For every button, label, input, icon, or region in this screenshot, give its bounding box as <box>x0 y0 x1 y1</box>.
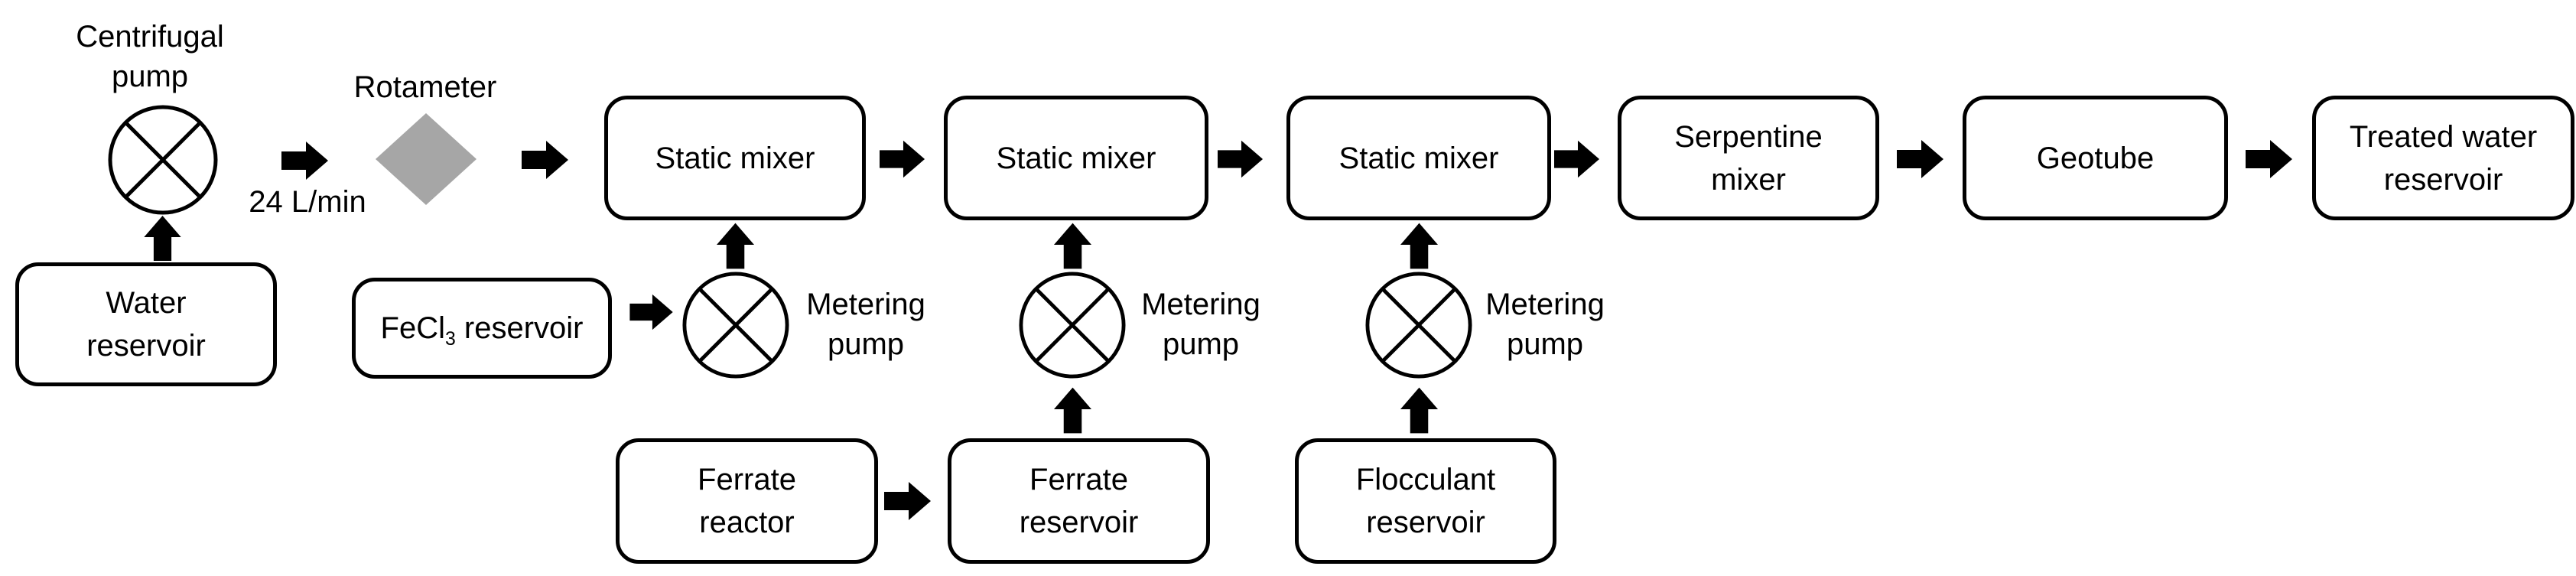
metering-pump-3-icon <box>1365 272 1472 379</box>
arrow-right-static-mixer-2-to-3-icon <box>1218 139 1264 179</box>
node-serpentine-mixer-line1: Serpentine <box>1674 119 1823 154</box>
metering-pump-3-label-line2: pump <box>1506 327 1584 361</box>
node-geotube-label: Geotube <box>2036 141 2155 175</box>
metering-pump-1-label-line1: Metering <box>806 288 925 321</box>
metering-pump-2-icon <box>1019 272 1126 379</box>
node-flocculant-reservoir: Flocculant reservoir <box>1295 438 1556 564</box>
node-serpentine-mixer-line2: mixer <box>1711 162 1786 197</box>
rotameter-diamond-icon <box>376 113 476 205</box>
arrow-up-flocculant-reservoir-to-metering-pump-3-icon <box>1400 386 1439 434</box>
centrifugal-pump-label-line2: pump <box>111 60 189 93</box>
fecl3-suffix: reservoir <box>455 311 584 345</box>
node-ferrate-reactor: Ferrate reactor <box>616 438 878 564</box>
flow-rate-label: 24 L/min <box>249 185 366 219</box>
node-ferrate-reactor-line1: Ferrate <box>698 463 796 496</box>
rotameter-label: Rotameter <box>353 70 497 104</box>
arrow-up-metering-pump-2-to-static-mixer-2-icon <box>1053 222 1092 269</box>
arrow-right-rotameter-to-static-mixer-1-icon <box>522 139 569 181</box>
node-ferrate-reservoir: Ferrate reservoir <box>948 438 1210 564</box>
metering-pump-1-icon <box>682 272 789 379</box>
metering-pump-2-label-line2: pump <box>1162 327 1240 361</box>
arrow-right-static-mixer-1-to-2-icon <box>880 139 925 179</box>
node-water-reservoir: Water reservoir <box>15 262 277 386</box>
fecl3-formula: FeCl <box>380 311 445 345</box>
arrow-up-metering-pump-3-to-static-mixer-3-icon <box>1400 222 1439 269</box>
node-flocculant-reservoir-line2: reservoir <box>1366 506 1485 539</box>
node-ferrate-reactor-line2: reactor <box>699 506 795 539</box>
node-fecl3-reservoir: FeCl3 reservoir <box>352 278 612 379</box>
arrow-right-fecl3-to-metering-pump-1-icon <box>627 294 676 330</box>
metering-pump-2-label: Metering pump <box>1132 285 1270 364</box>
centrifugal-pump-label-line1: Centrifugal <box>76 20 224 54</box>
arrow-right-serpentine-to-geotube-icon <box>1897 139 1944 179</box>
node-flocculant-reservoir-line1: Flocculant <box>1355 463 1496 496</box>
node-static-mixer-2-label: Static mixer <box>996 141 1156 175</box>
arrow-right-ferrate-reactor-to-reservoir-icon <box>884 481 932 521</box>
node-static-mixer-3-label: Static mixer <box>1338 141 1499 175</box>
node-fecl3-reservoir-label: FeCl3 reservoir <box>381 307 584 350</box>
node-treated-water-reservoir-line2: reservoir <box>2383 162 2503 197</box>
node-serpentine-mixer: Serpentine mixer <box>1618 96 1879 220</box>
metering-pump-1-label-line2: pump <box>827 327 905 361</box>
arrow-right-pump-to-rotameter-icon <box>281 141 330 181</box>
node-static-mixer-1: Static mixer <box>604 96 866 220</box>
node-water-reservoir-line2: reservoir <box>86 329 206 363</box>
metering-pump-2-label-line1: Metering <box>1141 288 1260 321</box>
metering-pump-1-label: Metering pump <box>797 285 935 364</box>
node-water-reservoir-line1: Water <box>106 286 187 320</box>
arrow-right-static-mixer-3-to-serpentine-icon <box>1554 139 1600 179</box>
node-static-mixer-1-label: Static mixer <box>655 141 815 175</box>
node-treated-water-reservoir-line1: Treated water <box>2349 119 2538 154</box>
arrow-up-metering-pump-1-to-static-mixer-1-icon <box>716 222 755 269</box>
arrow-up-ferrate-reservoir-to-metering-pump-2-icon <box>1053 386 1092 434</box>
node-static-mixer-3: Static mixer <box>1286 96 1551 220</box>
metering-pump-3-label: Metering pump <box>1476 285 1614 364</box>
fecl3-subscript: 3 <box>444 329 456 350</box>
node-treated-water-reservoir: Treated water reservoir <box>2312 96 2574 220</box>
centrifugal-pump-label: Centrifugal pump <box>35 17 265 96</box>
node-geotube: Geotube <box>1963 96 2228 220</box>
node-ferrate-reservoir-line2: reservoir <box>1019 506 1139 539</box>
metering-pump-3-label-line1: Metering <box>1485 288 1605 321</box>
arrow-right-geotube-to-treated-water-icon <box>2246 139 2293 179</box>
centrifugal-pump-icon <box>108 105 218 215</box>
arrow-up-water-reservoir-to-pump-icon <box>142 215 183 261</box>
node-static-mixer-2: Static mixer <box>944 96 1208 220</box>
node-ferrate-reservoir-line1: Ferrate <box>1029 463 1128 496</box>
